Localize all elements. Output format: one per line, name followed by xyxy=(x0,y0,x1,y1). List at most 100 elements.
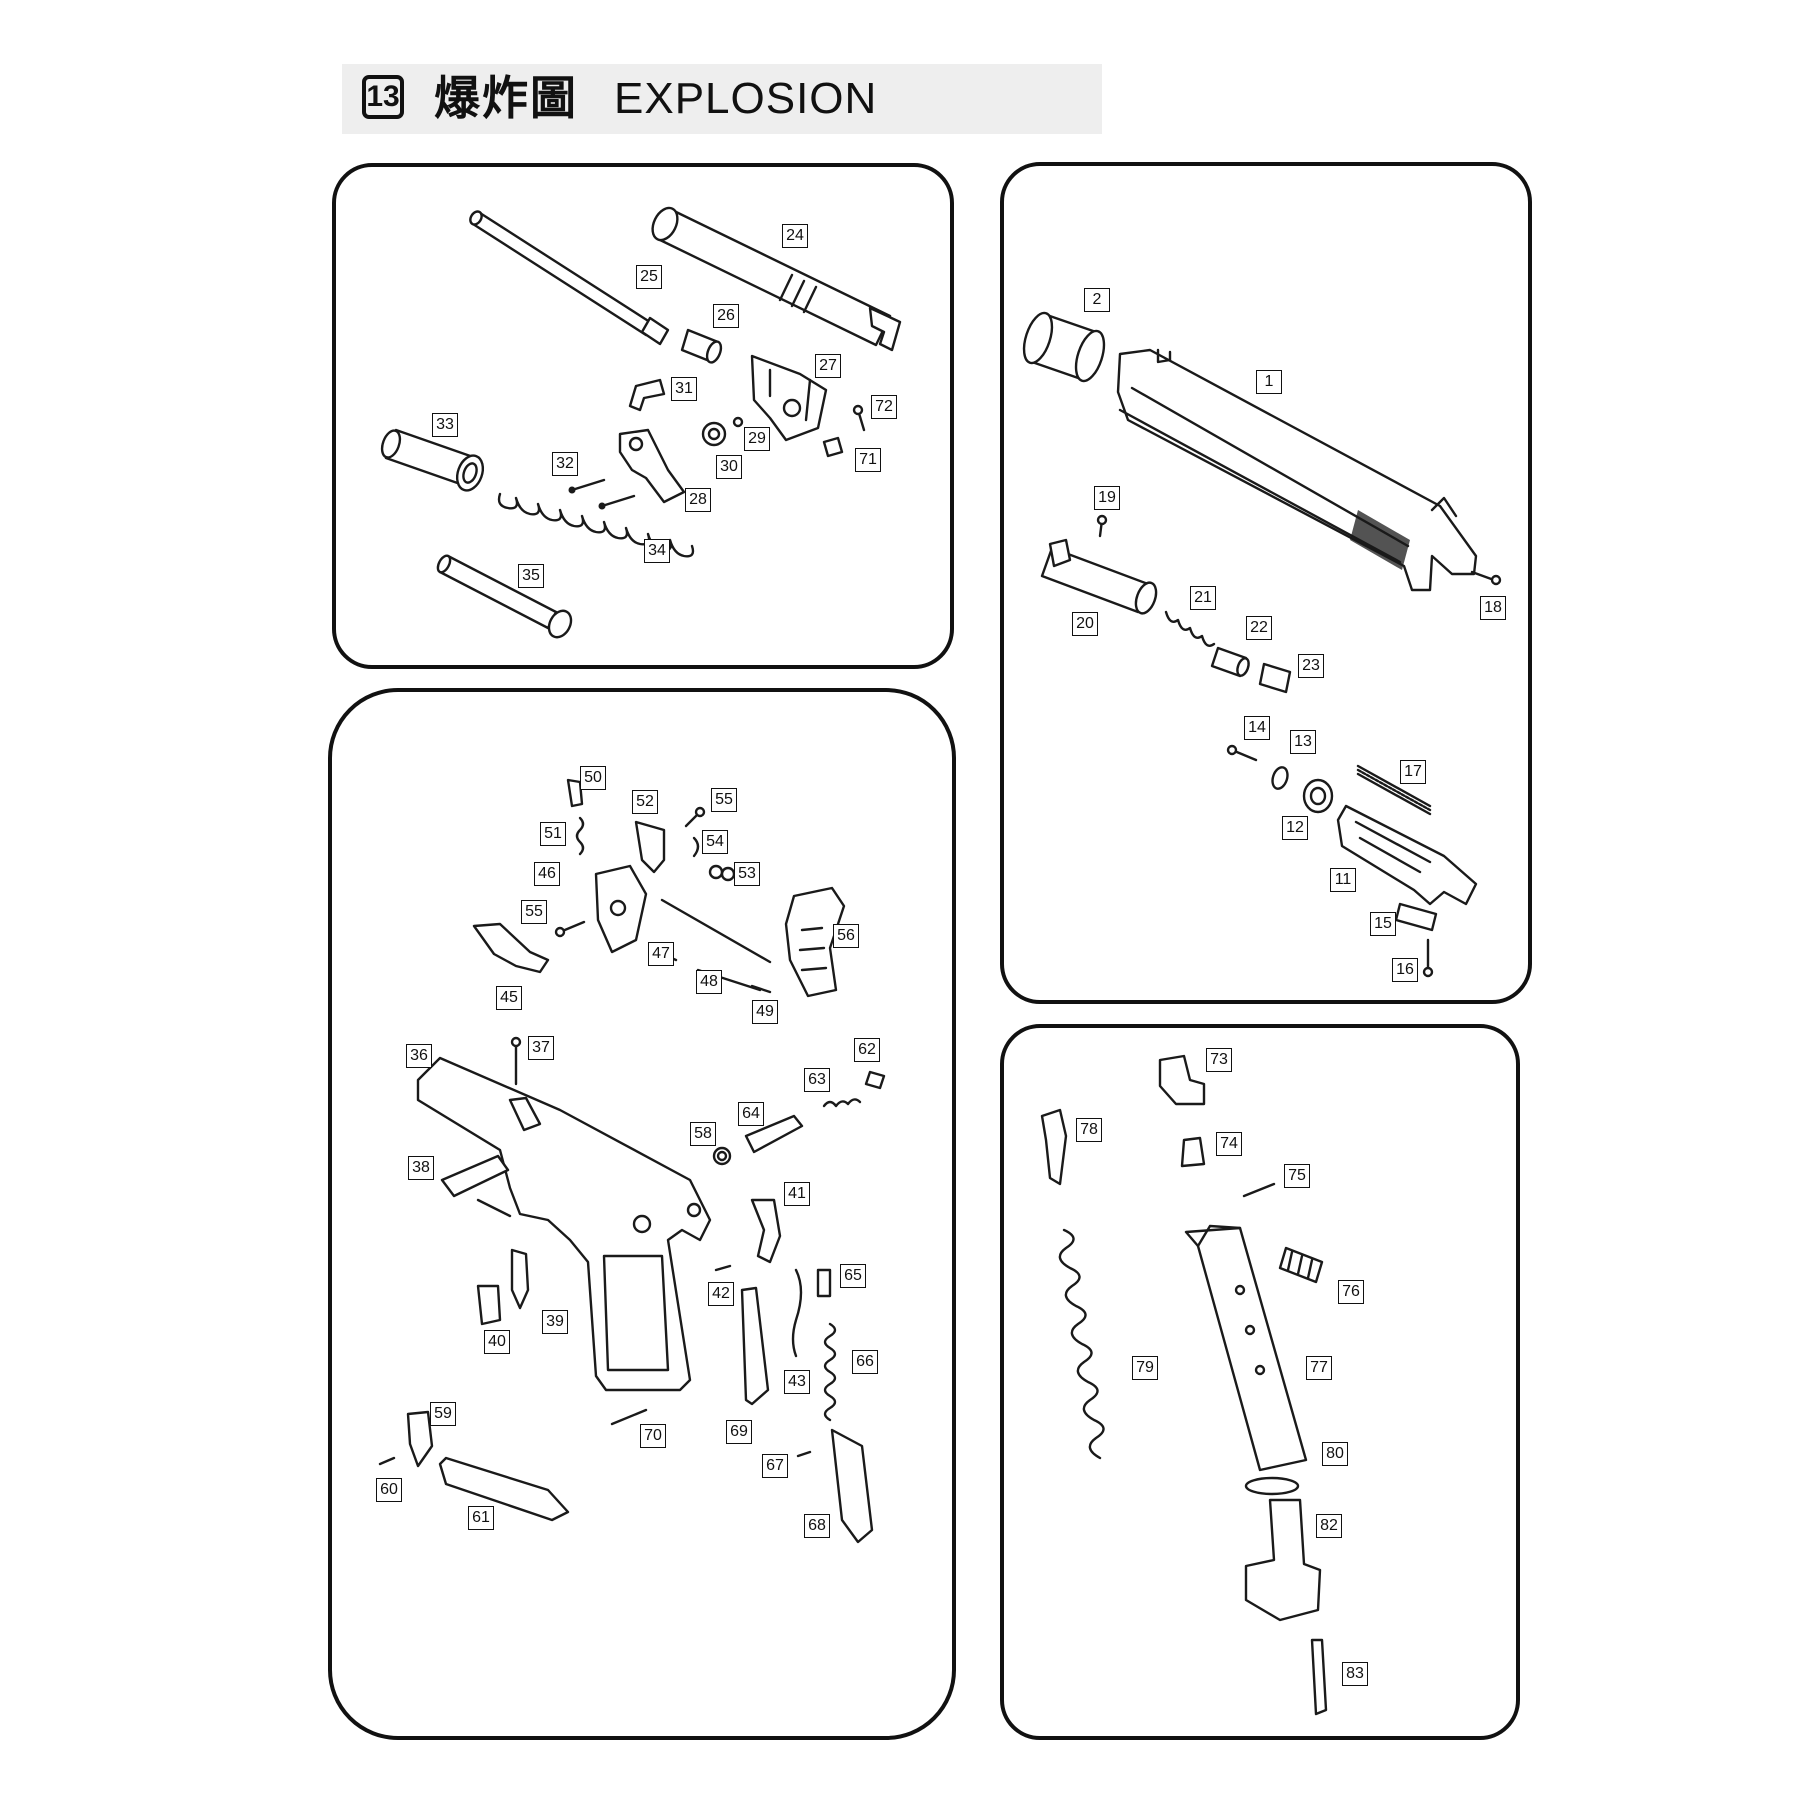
part-tag: 29 xyxy=(744,427,770,451)
part-tag: 55 xyxy=(521,900,547,924)
spring-51-drawing xyxy=(575,816,585,856)
sear-52-drawing xyxy=(634,820,666,874)
screw-19-drawing xyxy=(1096,514,1108,538)
nozzle-cap-drawing xyxy=(1022,311,1106,383)
part-tag: 48 xyxy=(696,970,722,994)
part-tag: 70 xyxy=(640,1424,666,1448)
part-15-drawing xyxy=(1394,902,1438,932)
title-english: EXPLOSION xyxy=(614,74,878,123)
part-tag: 37 xyxy=(528,1036,554,1060)
part-tag: 1 xyxy=(1256,370,1282,394)
part-tag: 69 xyxy=(726,1420,752,1444)
slide-stop-64-drawing xyxy=(744,1114,804,1154)
hopup-chamber-drawing xyxy=(750,354,828,442)
part-53-drawing xyxy=(708,864,736,882)
follower-73-drawing xyxy=(1158,1054,1206,1106)
hammer-45-drawing xyxy=(472,922,550,974)
part-tag: 34 xyxy=(644,539,670,563)
inner-barrel-drawing xyxy=(469,210,670,346)
part-tag: 76 xyxy=(1338,1280,1364,1304)
part-tag: 21 xyxy=(1190,586,1216,610)
part-tag: 31 xyxy=(671,377,697,401)
spring-54-drawing xyxy=(692,836,700,858)
barrel-bushing-drawing xyxy=(680,328,723,364)
screw-55-drawing xyxy=(684,806,706,828)
part-tag: 74 xyxy=(1216,1132,1242,1156)
part-tag: 61 xyxy=(468,1506,494,1530)
part-tag: 32 xyxy=(552,452,578,476)
part-tag: 50 xyxy=(580,766,606,790)
part-tag: 62 xyxy=(854,1038,880,1062)
spring-63-drawing xyxy=(822,1098,862,1108)
part-tag: 33 xyxy=(432,413,458,437)
part-tag: 19 xyxy=(1094,486,1120,510)
part-tag: 25 xyxy=(636,265,662,289)
part-tag: 47 xyxy=(648,942,674,966)
hopup-lever-drawing xyxy=(628,378,666,412)
spring-43-drawing xyxy=(791,1268,803,1358)
nozzle-spring-drawing xyxy=(1164,610,1216,647)
magazine-spring-79-drawing xyxy=(1058,1228,1105,1460)
part-tag: 30 xyxy=(716,455,742,479)
part-tag: 56 xyxy=(833,924,859,948)
pin-49-drawing xyxy=(750,984,772,994)
part-tag: 14 xyxy=(1244,716,1270,740)
trigger-39-drawing xyxy=(510,1248,530,1310)
part-tag: 80 xyxy=(1322,1442,1348,1466)
part-tag: 18 xyxy=(1480,596,1506,620)
part-tag: 46 xyxy=(534,862,560,886)
part-tag: 63 xyxy=(804,1068,830,1092)
screw-72-drawing xyxy=(852,404,866,432)
spring-17-drawing xyxy=(1356,764,1432,816)
pin-75-drawing xyxy=(1242,1182,1276,1198)
oring-80-drawing xyxy=(1244,1476,1300,1496)
part-tag: 77 xyxy=(1306,1356,1332,1380)
hammer-housing-46-drawing xyxy=(594,864,648,954)
part-tag: 53 xyxy=(734,862,760,886)
pin-42-drawing xyxy=(714,1264,732,1272)
part-tag: 49 xyxy=(752,1000,778,1024)
magazine-body-77-drawing xyxy=(1184,1224,1308,1472)
spring-66-drawing xyxy=(823,1322,837,1422)
part-tag: 40 xyxy=(484,1330,510,1354)
recoil-guide-tube-drawing xyxy=(380,428,485,492)
slide-screw-18-drawing xyxy=(1470,570,1502,586)
section-header: 13 爆炸圖 EXPLOSION xyxy=(342,64,1102,134)
part-tag: 13 xyxy=(1290,730,1316,754)
oring-13-drawing xyxy=(1271,766,1289,790)
part-tag: 23 xyxy=(1298,654,1324,678)
valve-76-drawing xyxy=(1278,1246,1324,1284)
part-tag: 36 xyxy=(406,1044,432,1068)
part-tag: 28 xyxy=(685,488,711,512)
part-40-drawing xyxy=(476,1284,502,1326)
part-tag: 26 xyxy=(713,304,739,328)
part-tag: 43 xyxy=(784,1370,810,1394)
safety-part-50-drawing xyxy=(566,778,584,808)
grip-panel-61-drawing xyxy=(438,1456,570,1522)
loading-nozzle-drawing xyxy=(1040,538,1158,615)
part-tag: 73 xyxy=(1206,1048,1232,1072)
hopup-nub-drawing xyxy=(822,436,844,458)
mainspring-38-drawing xyxy=(440,1154,512,1218)
nozzle-valve-drawing xyxy=(1210,646,1250,678)
grip-safety-56-drawing xyxy=(784,886,846,998)
part-tag: 17 xyxy=(1400,760,1426,784)
valve-retainer-drawing xyxy=(1258,662,1292,694)
part-tag: 55 xyxy=(711,788,737,812)
part-62-drawing xyxy=(864,1070,886,1090)
part-58-drawing xyxy=(712,1146,732,1166)
part-65-drawing xyxy=(816,1268,832,1298)
part-tag: 2 xyxy=(1084,288,1110,312)
frame-36-drawing xyxy=(416,1056,712,1392)
part-tag: 20 xyxy=(1072,612,1098,636)
blowback-housing-drawing xyxy=(1336,804,1478,906)
part-tag: 54 xyxy=(702,830,728,854)
hopup-rubber-drawing xyxy=(701,416,744,447)
part-tag: 27 xyxy=(815,354,841,378)
fill-valve-83-drawing xyxy=(1310,1638,1328,1716)
part-tag: 11 xyxy=(1330,868,1356,892)
part-tag: 42 xyxy=(708,1282,734,1306)
screw-55b-drawing xyxy=(554,920,586,938)
part-tag: 22 xyxy=(1246,616,1272,640)
